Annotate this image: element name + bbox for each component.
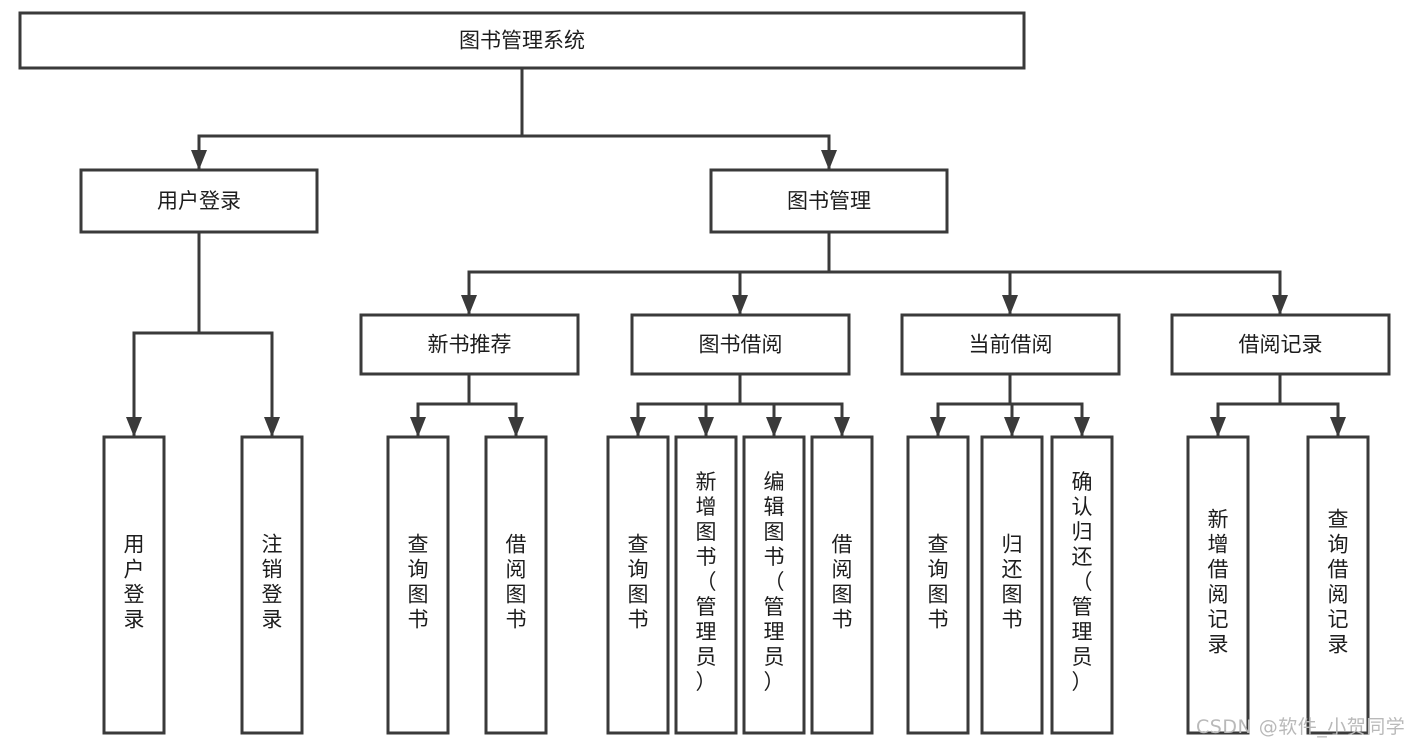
arrowhead-icon — [834, 417, 850, 437]
node-root-box[interactable] — [18, 11, 1026, 70]
node-leaf-query-book-1-box[interactable] — [386, 435, 450, 735]
node-leaf-query-book-1[interactable]: 查询图书 — [386, 435, 450, 735]
node-current-borrow-box[interactable] — [900, 313, 1121, 376]
node-leaf-add-book-admin-box[interactable] — [674, 435, 738, 735]
node-leaf-borrow-book-2-label: 借阅图书 — [832, 533, 853, 632]
node-root[interactable]: 图书管理系统 — [18, 11, 1026, 70]
node-leaf-edit-book-admin-label: 编辑图书（管理员） — [764, 470, 785, 694]
node-borrow-record-box[interactable] — [1170, 313, 1391, 376]
arrowhead-icon — [410, 417, 426, 437]
node-user-login-label: 用户登录 — [157, 189, 241, 213]
node-new-book-recommend-label: 新书推荐 — [428, 333, 512, 357]
arrowhead-icon — [508, 417, 524, 437]
node-leaf-query-book-2-box[interactable] — [606, 435, 670, 735]
node-borrow-record-label: 借阅记录 — [1239, 333, 1323, 357]
node-book-borrow-label: 图书借阅 — [699, 333, 783, 357]
node-leaf-confirm-return-admin-box[interactable] — [1050, 435, 1114, 735]
node-borrow-record[interactable]: 借阅记录 — [1170, 313, 1391, 376]
node-user-login[interactable]: 用户登录 — [79, 168, 319, 234]
arrowhead-icon — [1210, 417, 1226, 437]
arrowhead-icon — [1074, 417, 1090, 437]
node-leaf-add-book-admin-label: 新增图书（管理员） — [696, 470, 717, 694]
node-leaf-add-borrow-record-label: 新增借阅记录 — [1208, 508, 1229, 657]
arrowhead-icon — [461, 295, 477, 315]
node-leaf-borrow-book-2-box[interactable] — [810, 435, 874, 735]
arrowhead-icon — [821, 150, 837, 170]
node-leaf-return-book-label: 归还图书 — [1002, 533, 1023, 632]
node-leaf-edit-book-admin[interactable]: 编辑图书（管理员） — [742, 435, 806, 735]
node-current-borrow[interactable]: 当前借阅 — [900, 313, 1121, 376]
arrowhead-icon — [126, 417, 142, 437]
node-leaf-logout-login[interactable]: 注销登录 — [240, 435, 304, 735]
node-leaf-user-login[interactable]: 用户登录 — [102, 435, 166, 735]
node-leaf-query-book-2[interactable]: 查询图书 — [606, 435, 670, 735]
arrowhead-icon — [766, 417, 782, 437]
node-current-borrow-label: 当前借阅 — [969, 333, 1053, 357]
arrowhead-icon — [191, 150, 207, 170]
node-book-manage-box[interactable] — [709, 168, 949, 234]
node-leaf-user-login-label: 用户登录 — [124, 533, 145, 632]
node-leaf-borrow-book-1[interactable]: 借阅图书 — [484, 435, 548, 735]
arrowhead-icon — [264, 417, 280, 437]
node-leaf-add-book-admin[interactable]: 新增图书（管理员） — [674, 435, 738, 735]
watermark-text: CSDN @软件_小贺同学 — [1196, 716, 1405, 738]
node-leaf-confirm-return-admin[interactable]: 确认归还（管理员） — [1050, 435, 1114, 735]
node-layer: 图书管理系统用户登录图书管理新书推荐图书借阅当前借阅借阅记录用户登录注销登录查询… — [18, 11, 1391, 735]
arrowhead-icon — [1002, 295, 1018, 315]
node-user-login-box[interactable] — [79, 168, 319, 234]
node-leaf-return-book-box[interactable] — [980, 435, 1044, 735]
arrowhead-icon — [732, 295, 748, 315]
node-book-borrow-box[interactable] — [630, 313, 851, 376]
node-leaf-logout-login-box[interactable] — [240, 435, 304, 735]
connector-layer — [126, 66, 1346, 439]
node-leaf-query-borrow-record-label: 查询借阅记录 — [1328, 508, 1349, 657]
arrowhead-icon — [1330, 417, 1346, 437]
node-new-book-recommend-box[interactable] — [359, 313, 580, 376]
node-leaf-add-borrow-record[interactable]: 新增借阅记录 — [1186, 435, 1250, 735]
node-leaf-borrow-book-1-box[interactable] — [484, 435, 548, 735]
arrowhead-icon — [930, 417, 946, 437]
node-leaf-borrow-book-1-label: 借阅图书 — [506, 533, 527, 632]
node-leaf-query-borrow-record-box[interactable] — [1306, 435, 1370, 735]
node-leaf-confirm-return-admin-label: 确认归还（管理员） — [1072, 470, 1093, 694]
node-leaf-query-borrow-record[interactable]: 查询借阅记录 — [1306, 435, 1370, 735]
arrowhead-icon — [698, 417, 714, 437]
node-leaf-logout-login-label: 注销登录 — [262, 533, 283, 632]
node-book-borrow[interactable]: 图书借阅 — [630, 313, 851, 376]
node-leaf-query-book-3-box[interactable] — [906, 435, 970, 735]
node-leaf-query-book-3[interactable]: 查询图书 — [906, 435, 970, 735]
node-leaf-add-borrow-record-box[interactable] — [1186, 435, 1250, 735]
node-leaf-return-book[interactable]: 归还图书 — [980, 435, 1044, 735]
node-book-manage-label: 图书管理 — [787, 189, 871, 213]
arrowhead-icon — [1004, 417, 1020, 437]
node-leaf-query-book-2-label: 查询图书 — [628, 533, 649, 632]
node-root-label: 图书管理系统 — [459, 29, 585, 53]
node-new-book-recommend[interactable]: 新书推荐 — [359, 313, 580, 376]
arrowhead-icon — [630, 417, 646, 437]
node-leaf-query-book-1-label: 查询图书 — [408, 533, 429, 632]
node-leaf-borrow-book-2[interactable]: 借阅图书 — [810, 435, 874, 735]
node-leaf-edit-book-admin-box[interactable] — [742, 435, 806, 735]
arrowhead-icon — [1272, 295, 1288, 315]
node-leaf-user-login-box[interactable] — [102, 435, 166, 735]
node-book-manage[interactable]: 图书管理 — [709, 168, 949, 234]
node-leaf-query-book-3-label: 查询图书 — [928, 533, 949, 632]
